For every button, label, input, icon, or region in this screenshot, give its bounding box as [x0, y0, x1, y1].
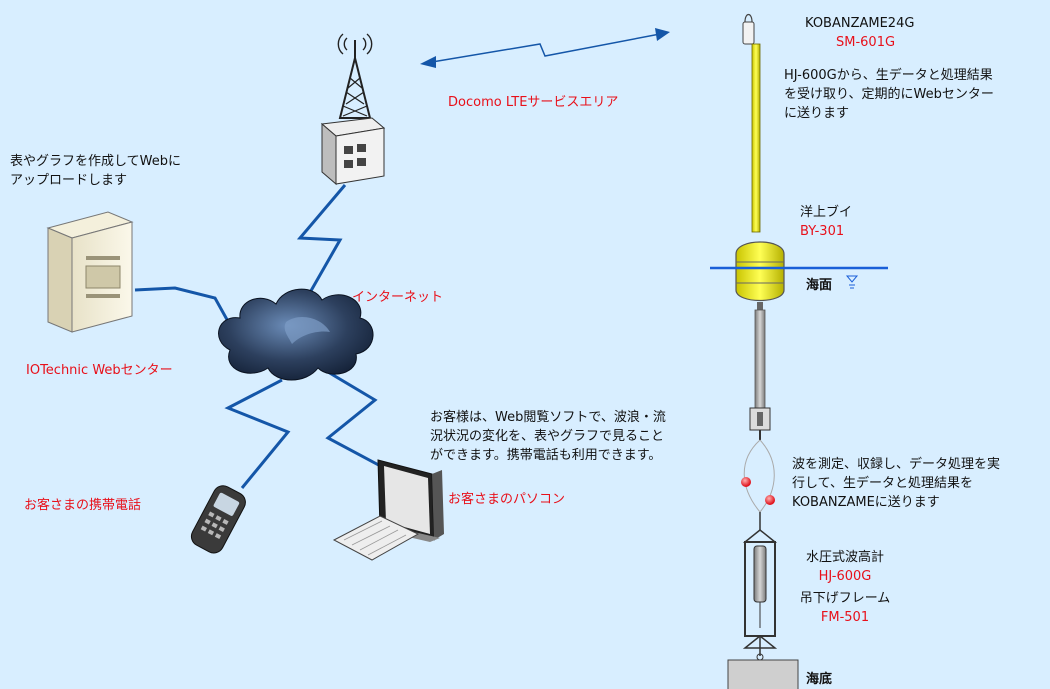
kobanzame-desc-line-2: を受け取り、定期的にWebセンター [784, 87, 994, 102]
kobanzame-desc-line-1: HJ-600Gから、生データと処理結果 [784, 68, 993, 83]
cloud-to-phone-link [224, 378, 291, 489]
customer-desc-line-3: ができます。携帯電話も利用できます。 [430, 448, 662, 463]
frame-model: FM-501 [820, 610, 870, 625]
kobanzame-desc-line-3: に送ります [784, 106, 850, 121]
wave-gauge-model: HJ-600G [818, 569, 872, 584]
web-center-name: IOTechnic Webセンター [26, 363, 173, 378]
mooring-line [741, 309, 775, 530]
internet-cloud-icon [218, 288, 374, 381]
gauge-measure-desc-line-3: KOBANZAMEに送ります [792, 495, 940, 510]
sea-surface-line [710, 266, 888, 289]
wave-gauge-name: 水圧式波高計 [805, 550, 884, 565]
buoy-name: 洋上ブイ [800, 205, 853, 220]
wireless-link-arrow [420, 28, 670, 68]
gauge-measure-desc-line-1: 波を測定、収録し、データ処理を実 [792, 457, 1001, 472]
internet-label: インターネット [352, 290, 444, 305]
buoy-model: BY-301 [800, 224, 845, 239]
web-center-desc-line-1: 表やグラフを作成してWebに [10, 154, 181, 169]
seabed-anchor-icon [727, 659, 799, 689]
personal-computer-icon [332, 459, 444, 561]
server-icon [46, 211, 134, 333]
customer-phone-label: お客さまの携帯電話 [24, 498, 142, 513]
customer-pc-label: お客さまのパソコン [448, 492, 566, 507]
wave-gauge-frame-icon [742, 529, 778, 661]
customer-desc-line-1: お客様は、Web閲覧ソフトで、波浪・流 [430, 410, 666, 425]
mobile-phone-icon [190, 485, 246, 554]
customer-desc-line-2: 況状況の変化を、表やグラフで見ること [430, 429, 665, 444]
frame-name: 吊下げフレーム [799, 591, 891, 606]
buoy-icon [735, 241, 785, 310]
network-links [134, 184, 389, 489]
kobanzame-model: SM-601G [836, 35, 896, 50]
kobanzame-device-icon [742, 13, 761, 233]
cloud-to-pc-link [325, 370, 389, 472]
lte-service-area-label: Docomo LTEサービスエリア [448, 95, 619, 110]
sea-surface-label: 海面 [806, 278, 833, 293]
web-center-desc-line-2: アップロードします [10, 173, 128, 188]
server-to-cloud-link [134, 286, 232, 326]
cell-tower-icon [320, 33, 386, 186]
seabed-label: 海底 [806, 672, 833, 687]
gauge-measure-desc-line-2: 行して、生データと処理結果を [792, 476, 973, 491]
kobanzame-name: KOBANZAME24G [805, 16, 915, 31]
tower-to-cloud-link [296, 184, 347, 311]
